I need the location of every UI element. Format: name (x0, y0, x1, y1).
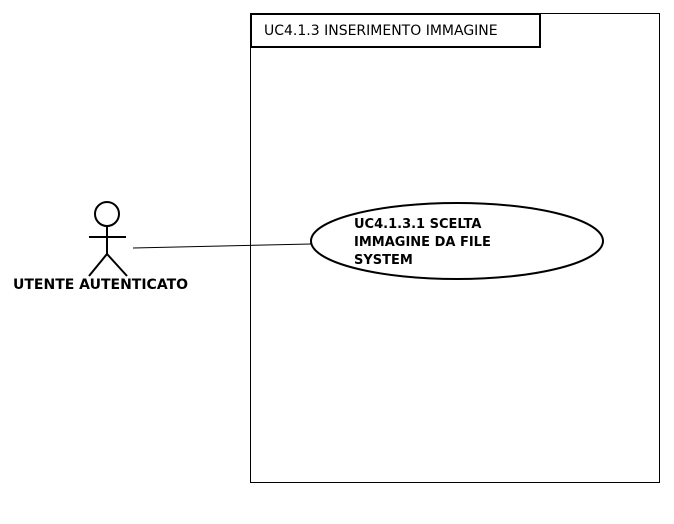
system-title: UC4.1.3 INSERIMENTO IMMAGINE (264, 22, 498, 39)
association-line (132, 243, 312, 249)
actor-figure (88, 201, 128, 277)
use-case-label-line-3: SYSTEM (354, 253, 413, 268)
system-title-box: UC4.1.3 INSERIMENTO IMMAGINE (250, 13, 541, 48)
actor-head (94, 201, 120, 227)
actor-left-leg (88, 253, 108, 277)
use-case-label-line-1: UC4.1.3.1 SCELTA (354, 217, 482, 232)
actor-label: UTENTE AUTENTICATO (13, 277, 189, 293)
actor-right-leg (106, 253, 128, 277)
use-case-label: UC4.1.3.1 SCELTA IMMAGINE DA FILE SYSTEM (354, 216, 544, 270)
use-case-label-line-2: IMMAGINE DA FILE (354, 235, 491, 250)
use-case-ellipse[interactable] (310, 202, 604, 280)
